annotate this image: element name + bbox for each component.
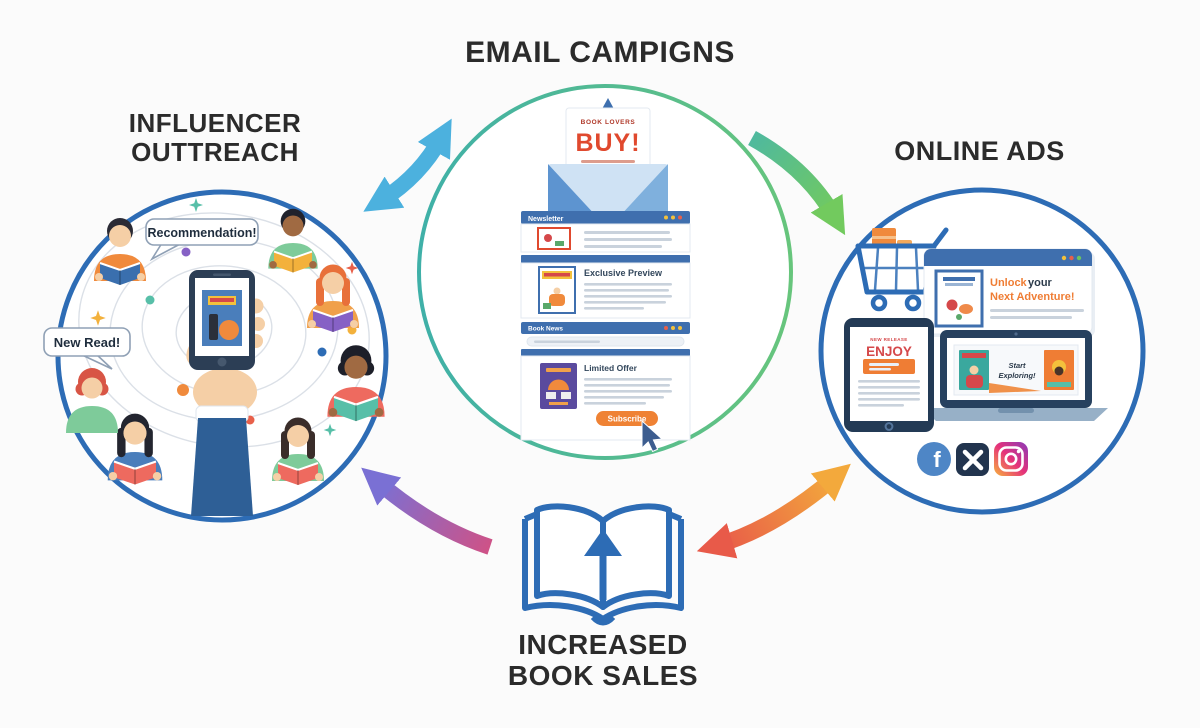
person-reading xyxy=(107,413,163,485)
email-card3-title: Limited Offer xyxy=(584,363,638,373)
tablet-with-ad: NEW RELEASE ENJOY xyxy=(844,318,934,432)
arrow-influencer-email xyxy=(363,118,452,212)
email-card2-book-cover xyxy=(538,266,576,314)
text-lines xyxy=(584,231,672,248)
tablet-ad-tag: NEW RELEASE xyxy=(870,337,907,342)
bubble-recommendation-text: Recommendation! xyxy=(147,226,256,240)
person-reading xyxy=(272,417,324,485)
title-influencer-line2: OUTTREACH xyxy=(131,137,299,168)
email-card1-thumb xyxy=(537,227,571,250)
letter-buy-headline: BUY! xyxy=(575,129,640,157)
network-dot xyxy=(317,347,327,357)
arrow-sales-onlineads xyxy=(696,463,851,559)
instagram-icon[interactable] xyxy=(994,442,1028,476)
social-icons-row: f xyxy=(917,442,1028,476)
text-lines xyxy=(858,380,920,407)
title-sales-line1: INCREASED xyxy=(518,629,688,660)
speech-bubble-recommendation: Recommendation! xyxy=(145,218,259,262)
title-sales-line2: BOOK SALES xyxy=(507,660,699,692)
browser-ad-window: Unlock your Next Adventure! xyxy=(923,248,1095,337)
person-reading xyxy=(327,345,385,422)
letter-top-text: BOOK LOVERS xyxy=(581,119,636,126)
arrow-sales-influencer xyxy=(361,467,493,555)
email-card1-header: Newsletter xyxy=(528,216,564,223)
network-dot xyxy=(177,384,189,396)
banner-book-cover-right xyxy=(1044,350,1074,390)
network-dot xyxy=(181,247,191,257)
title-influencer-outreach: INFLUENCER OUTTREACH xyxy=(110,108,320,168)
window-dots xyxy=(664,215,682,220)
ad-headline-1a: Unlock xyxy=(990,277,1028,289)
subscribe-button-label: Subscribe xyxy=(608,415,647,424)
text-lines xyxy=(584,378,672,405)
ad-headline-2: Next Adventure! xyxy=(990,291,1075,303)
window-dots xyxy=(1061,255,1082,261)
search-field[interactable] xyxy=(526,336,685,347)
facebook-icon[interactable]: f xyxy=(917,442,951,476)
tablet-ad-headline: ENJOY xyxy=(866,344,912,359)
network-dot xyxy=(145,295,155,305)
reader-people-group xyxy=(66,208,385,485)
text-lines xyxy=(584,283,672,310)
book-cover-on-phone xyxy=(202,290,242,346)
ad-book-cover xyxy=(934,269,984,328)
subscribe-button[interactable]: Subscribe xyxy=(596,411,658,426)
email-newsletter-stack: Newsletter Exclusive Preview xyxy=(520,211,691,453)
cursor-icon xyxy=(641,419,664,453)
text-lines xyxy=(990,309,1084,319)
ad-headline-1b: your xyxy=(1028,277,1053,289)
title-online-ads: ONLINE ADS xyxy=(894,136,1065,166)
open-book-arrow-icon xyxy=(522,503,684,626)
laptop-with-banner-ad: Start Exploring! xyxy=(922,330,1108,421)
banner-book-cover-left xyxy=(959,350,989,390)
email-card3-book-cover xyxy=(540,363,577,409)
window-dots xyxy=(664,326,682,330)
laptop-banner-text-1: Start xyxy=(1008,361,1026,370)
laptop-banner-text-2: Exploring! xyxy=(998,371,1036,380)
title-influencer-line1: INFLUENCER xyxy=(128,108,302,138)
title-increased-book-sales: INCREASED BOOK SALES xyxy=(478,629,728,692)
x-twitter-icon[interactable] xyxy=(956,443,989,476)
title-email-campaigns: EMAIL CAMPIGNS xyxy=(465,36,735,69)
shopping-cart-icon xyxy=(855,227,949,312)
email-card3-header: Book News xyxy=(528,326,563,333)
sparkle-icon xyxy=(323,423,337,437)
arrow-email-onlineads xyxy=(748,131,846,236)
person-reading xyxy=(94,218,146,285)
person-reading xyxy=(307,264,359,332)
bubble-new-read-text: New Read! xyxy=(54,335,120,350)
sparkle-icon xyxy=(345,261,359,275)
person-reading xyxy=(66,368,118,433)
email-card2-title: Exclusive Preview xyxy=(584,268,663,278)
speech-bubble-new-read: New Read! xyxy=(43,327,131,370)
facebook-glyph: f xyxy=(933,447,941,472)
sparkle-icon xyxy=(189,198,203,212)
hand-holding-phone xyxy=(186,270,265,516)
sparkle-icon xyxy=(90,310,106,326)
person-reading xyxy=(268,208,318,273)
